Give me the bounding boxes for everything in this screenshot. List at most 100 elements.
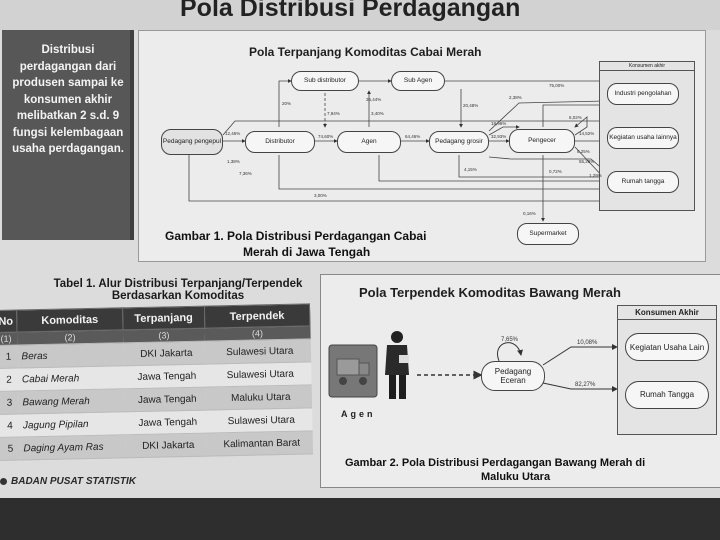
arrow-grosir-industri: [488, 99, 606, 132]
figure1-caption-line2: Merah di Jawa Tengah: [243, 245, 371, 259]
pct-label: 55,28%: [579, 159, 595, 164]
pct-label: 3,00%: [314, 193, 327, 198]
distribution-table: No Komoditas Terpanjang Terpendek (1) (2…: [0, 303, 313, 461]
node-rumah-tangga: Rumah Tangga: [625, 381, 709, 409]
table-header: Terpanjang: [122, 306, 205, 330]
table-cell: Bawang Merah: [18, 388, 125, 415]
node-kegiatan-usaha: Kegiatan usaha lainnya: [607, 127, 679, 149]
figure1-diagram: Pola Terpanjang Komoditas Cabai Merah: [138, 30, 706, 262]
table-cell: 1: [0, 345, 18, 369]
pct-label: 20,48%: [463, 103, 479, 108]
figure1-title: Pola Terpanjang Komoditas Cabai Merah: [249, 45, 482, 59]
bps-logo-icon: [0, 477, 7, 485]
arrow-grosir-pengecer2: [488, 125, 520, 136]
publisher-name: BADAN PUSAT STATISTIK: [11, 476, 136, 487]
table-cell: Sulawesi Utara: [206, 407, 313, 434]
arrow-eceran-loop: [497, 342, 523, 362]
figure1-caption-line1: Gambar 1. Pola Distribusi Perdagangan Ca…: [165, 229, 427, 243]
pct-label: 10,08%: [577, 340, 598, 346]
pct-label: 8,25%: [577, 149, 590, 154]
table-header: No: [0, 310, 17, 333]
node-sub-agen: Sub Agen: [391, 71, 445, 91]
node-kegiatan-usaha-lain: Kegiatan Usaha Lain: [625, 333, 709, 361]
figure2-caption-line2: Maluku Utara: [481, 471, 551, 483]
node-pengecer: Pengecer: [509, 129, 575, 153]
table-cell: DKI Jakarta: [123, 341, 206, 366]
pct-label: 82,27%: [575, 382, 596, 388]
info-panel-text: Distribusi perdagangan dari produsen sam…: [12, 44, 124, 155]
consumer-group-header: Konsumen Akhir: [618, 306, 716, 320]
pct-label: 6,02%: [569, 115, 582, 120]
pct-label: 20%: [282, 101, 292, 106]
pct-label: 36,44%: [366, 97, 382, 102]
table1-title-line1: Tabel 1. Alur Distribusi Terpanjang/Terp…: [53, 278, 303, 290]
node-sub-distributor: Sub distributor: [291, 71, 359, 91]
node-rumah-tangga: Rumah tangga: [607, 171, 679, 193]
consumer-group-box: Konsumen Akhir: [617, 305, 717, 435]
pct-label: 1,38%: [227, 159, 240, 164]
publisher-footer: BADAN PUSAT STATISTIK: [0, 476, 136, 487]
node-pedagang-grosir: Pedagang grosir: [429, 131, 489, 153]
page-title: Pola Distribusi Perdagangan: [180, 0, 521, 22]
pct-label: 12,46%: [225, 131, 241, 136]
arrow-pengecer-loop: [574, 116, 588, 136]
figure2-diagram: Pola Terpendek Komoditas Bawang Merah: [320, 274, 720, 488]
table-cell: Jawa Tengah: [124, 387, 207, 412]
node-pedagang-eceran: Pedagang Eceran: [481, 361, 545, 391]
node-supermarket: Supermarket: [517, 223, 579, 245]
pct-label: 14,52%: [579, 131, 595, 136]
arrow-pengecer-industri: [542, 103, 606, 127]
pct-label: 0,72%: [549, 169, 562, 174]
arrow-grosir-rumah2: [488, 156, 606, 172]
table-header: Komoditas: [16, 307, 123, 333]
truck-icon: [328, 344, 378, 398]
title-band: [0, 0, 720, 30]
table-cell: Daging Ayam Ras: [19, 434, 126, 460]
table-cell: 3: [0, 391, 19, 415]
table-cell: 2: [0, 368, 19, 392]
pct-label: 75,00%: [549, 83, 565, 88]
table-cell: Beras: [17, 342, 124, 369]
person-icon: [385, 331, 409, 399]
arrow-pengepul-rumahtangga: [188, 155, 637, 202]
pct-label: 7,94%: [327, 111, 340, 116]
arrow-subagen-industri: [445, 80, 609, 90]
table-cell: Sulawesi Utara: [204, 338, 311, 365]
pct-label: 7,65%: [501, 337, 519, 343]
node-agen: Agen: [337, 131, 401, 153]
node-pedagang-pengepul: Pedagang pengepul: [161, 129, 223, 155]
pct-label: 64,46%: [405, 134, 421, 139]
node-distributor: Distributor: [245, 131, 315, 153]
arrow-grosir-rumahtangga: [458, 155, 606, 179]
pct-label: 3,40%: [371, 111, 384, 116]
agen-label: Agen: [341, 409, 376, 419]
pct-label: 74,60%: [318, 134, 334, 139]
table-cell: Jawa Tengah: [124, 410, 207, 435]
table-cell: 5: [0, 437, 20, 461]
pct-label: 32,93%: [491, 134, 507, 139]
arrow-distributor-rumahtangga: [278, 155, 606, 191]
pct-label: 0,16%: [523, 211, 536, 216]
table-header: Terpendek: [204, 303, 310, 329]
table-cell: Cabai Merah: [17, 365, 125, 392]
table-cell: Sulawesi Utara: [205, 361, 312, 388]
figure2-title: Pola Terpendek Komoditas Bawang Merah: [359, 285, 621, 300]
background-strip: [0, 498, 720, 540]
pct-label: 2,38%: [509, 95, 522, 100]
arrow-distributor-subdistributor: [278, 79, 292, 127]
arrow-eceran-rumah: [542, 382, 618, 392]
table1-title: Tabel 1. Alur Distribusi Terpanjang/Terp…: [28, 278, 328, 302]
table-cell: Jawa Tengah: [123, 364, 206, 389]
table-cell: Kalimantan Barat: [206, 430, 313, 457]
arrow-agen-rumahtangga: [378, 155, 606, 183]
table-cell: Maluku Utara: [205, 384, 312, 411]
consumer-group-header: Konsumen akhir: [600, 62, 694, 71]
arrow-pengepul-kegiatan: [222, 119, 606, 136]
pct-label: 7,36%: [239, 171, 252, 176]
table-cell: DKI Jakarta: [125, 433, 208, 458]
info-panel: Distribusi perdagangan dari produsen sam…: [2, 30, 134, 240]
arrow-eceran-kegiatan: [542, 344, 618, 366]
table1-title-line2: Berdasarkan Komoditas: [111, 290, 245, 302]
table-cell: Jagung Pipilan: [18, 411, 126, 438]
